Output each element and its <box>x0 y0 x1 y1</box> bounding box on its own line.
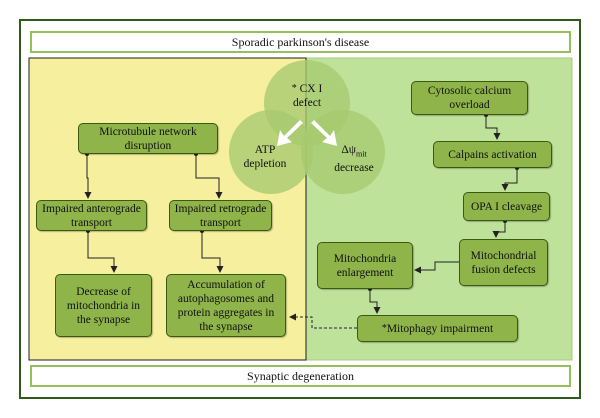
conn-opa-fusion <box>492 221 506 238</box>
node-calpains-text: Calpains activation <box>448 148 537 161</box>
node-calpains: Calpains activation <box>433 141 552 168</box>
psi-line2: decrease <box>334 162 374 175</box>
node-enlargement: Mitochondria enlargement <box>317 242 413 289</box>
node-fusion-text: Mitochondrial fusion defects <box>470 249 537 276</box>
node-decrease-mito-text: Decrease of mitochondria in the synapse <box>66 285 141 326</box>
node-calcium-text: Cytosolic calcium overload <box>427 85 512 111</box>
node-anterograde-text: Impaired anterograde transport <box>42 202 141 229</box>
atp-line2: depletion <box>243 158 287 170</box>
cxi-line2: defect <box>292 97 322 109</box>
node-retrograde: Impaired retrograde transport <box>169 200 272 231</box>
node-opa-text: OPA I cleavage <box>470 200 543 213</box>
conn-calcium-calpains <box>485 115 501 140</box>
mitophagy-star: * <box>381 322 387 334</box>
atp-line1: ATP <box>254 144 276 156</box>
venn-label-atp: ATP depletion <box>233 143 297 171</box>
bottom-banner: Synaptic degeneration <box>30 365 571 387</box>
psi-sub: mit <box>355 149 367 159</box>
conn-mitophagy-accumulation <box>289 313 357 329</box>
node-fusion: Mitochondrial fusion defects <box>459 239 548 286</box>
psi-delta: Δψ <box>341 144 356 156</box>
conn-anterograde-decrease <box>87 231 118 273</box>
node-accumulation-text: Accumulation of autophagosomes and prote… <box>177 278 275 333</box>
venn-label-cxi: * CX I defect <box>268 82 346 110</box>
venn-arrow-to-psi <box>311 120 337 146</box>
node-microtubule-text: Microtubule network disruption <box>99 125 197 152</box>
node-anterograde: Impaired anterograde transport <box>36 200 147 231</box>
conn-enlargement-mitophagy <box>369 289 381 314</box>
venn-label-psi: Δψmit decrease <box>318 143 390 175</box>
node-enlargement-text: Mitochondria enlargement <box>333 252 397 279</box>
node-mitophagy-text: Mitophagy impairment <box>386 322 494 335</box>
conn-calpains-opa <box>501 168 518 191</box>
node-accumulation: Accumulation of autophagosomes and prote… <box>166 274 286 337</box>
conn-fusion-enlargement <box>414 261 459 274</box>
node-retrograde-text: Impaired retrograde transport <box>174 202 267 229</box>
bottom-banner-text: Synaptic degeneration <box>247 369 354 383</box>
conn-microtubule-anterograde <box>84 154 92 199</box>
cxi-line1: CX I <box>299 83 323 95</box>
cxi-star: * <box>291 83 297 94</box>
node-calcium: Cytosolic calcium overload <box>411 81 528 115</box>
conn-microtubule-retrograde <box>195 154 223 199</box>
node-microtubule: Microtubule network disruption <box>78 123 218 154</box>
conn-retrograde-accumulation <box>201 231 224 273</box>
venn-arrow-to-atp <box>277 120 303 146</box>
node-mitophagy-content: *Mitophagy impairment <box>382 322 493 336</box>
node-opa: OPA I cleavage <box>463 192 550 221</box>
top-banner-text: Sporadic parkinson's disease <box>231 35 370 49</box>
node-mitophagy: *Mitophagy impairment <box>357 315 518 342</box>
node-decrease-mito: Decrease of mitochondria in the synapse <box>55 274 152 337</box>
top-banner: Sporadic parkinson's disease <box>30 31 571 53</box>
